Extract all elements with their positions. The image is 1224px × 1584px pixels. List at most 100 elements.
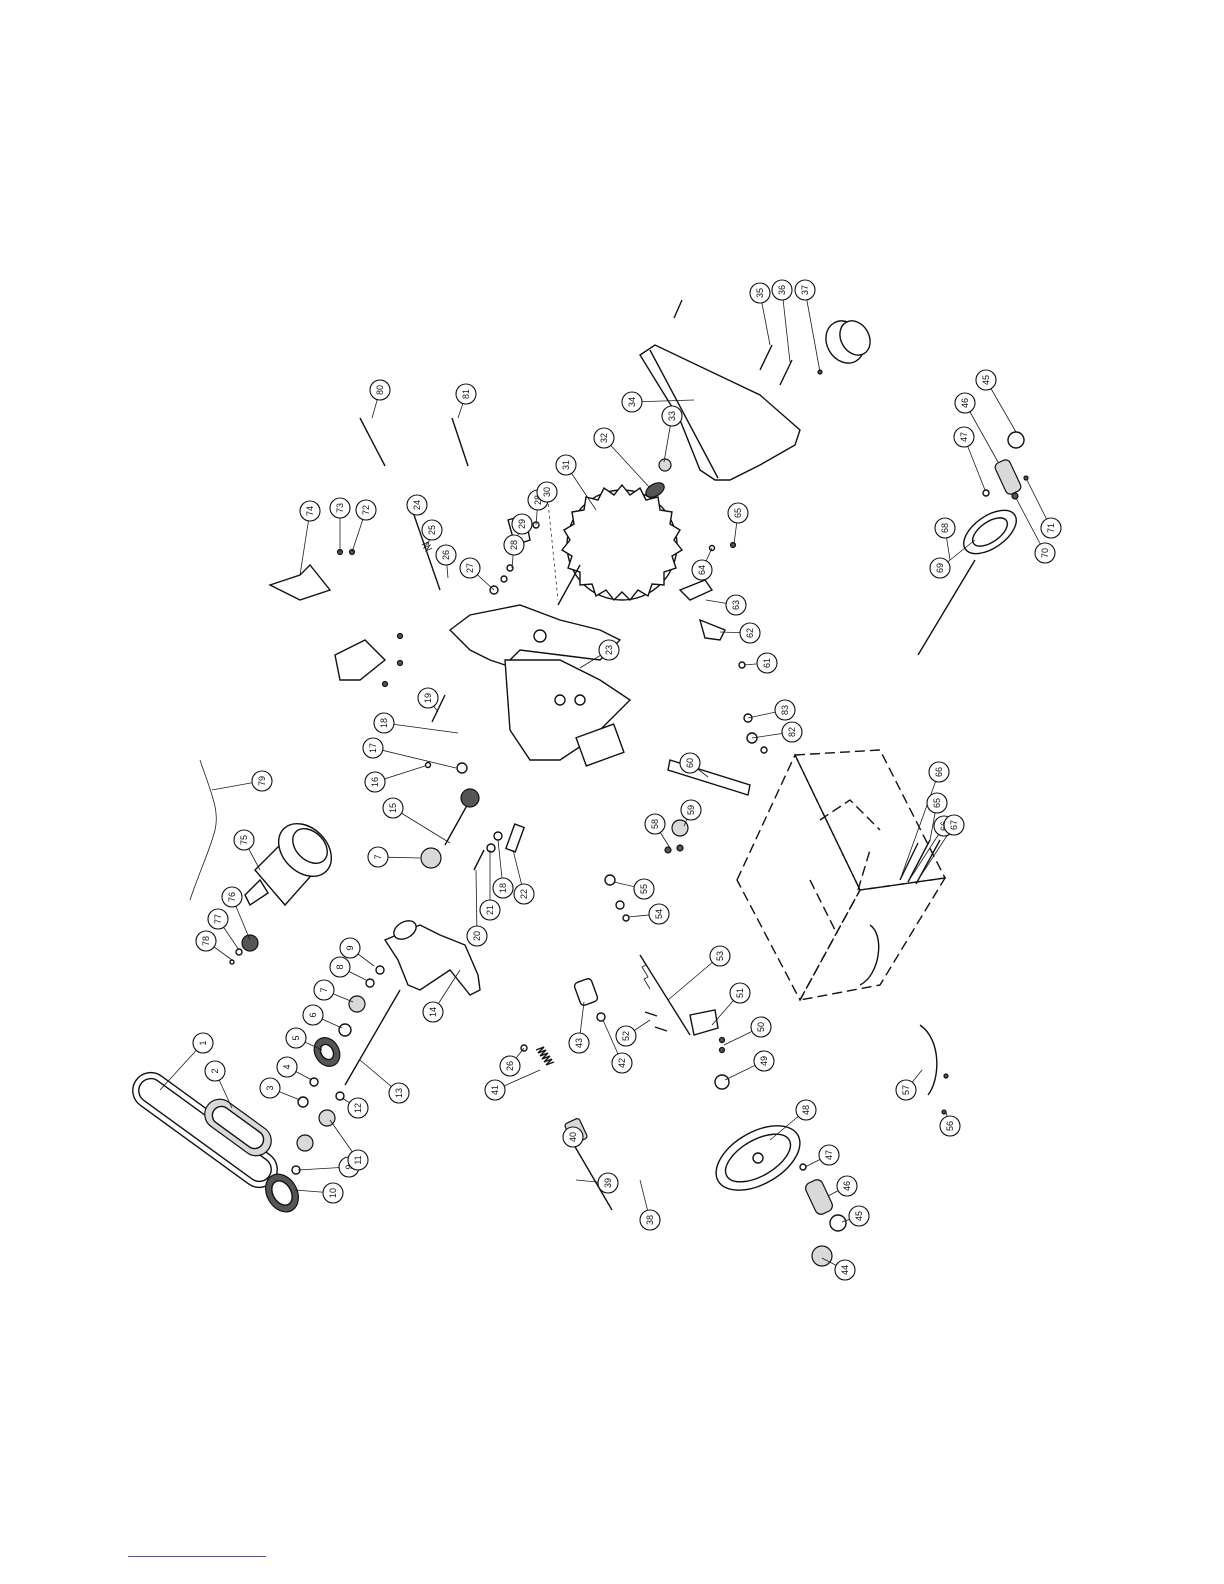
part-number-balloon: 38 bbox=[640, 1210, 660, 1230]
part-number: 78 bbox=[201, 936, 211, 946]
part-number: 66 bbox=[934, 767, 944, 777]
part-number-balloon: 27 bbox=[460, 558, 480, 578]
part-number-balloon: 2 bbox=[205, 1061, 225, 1081]
tilt-scale bbox=[860, 925, 879, 985]
part-number-balloon: 63 bbox=[726, 595, 746, 615]
leader-line bbox=[373, 748, 456, 768]
part-number: 81 bbox=[461, 389, 471, 399]
part-number-balloon: 72 bbox=[356, 500, 376, 520]
part-number: 43 bbox=[574, 1038, 584, 1048]
part-number: 74 bbox=[305, 506, 315, 516]
part-number: 40 bbox=[568, 1132, 578, 1142]
part-number-balloon: 60 bbox=[680, 753, 700, 773]
part-number: 60 bbox=[685, 758, 695, 768]
part-number: 4 bbox=[282, 1064, 292, 1069]
part-number-balloon: 18 bbox=[493, 878, 513, 898]
part-number: 30 bbox=[542, 487, 552, 497]
part-number: 5 bbox=[291, 1035, 301, 1040]
screw-65 bbox=[731, 543, 736, 548]
part-number: 39 bbox=[603, 1178, 613, 1188]
part-number-balloon: 47 bbox=[954, 427, 974, 447]
part-number: 10 bbox=[328, 1188, 338, 1198]
part-number: 65 bbox=[733, 508, 743, 518]
part-number: 56 bbox=[945, 1121, 955, 1131]
part-number: 26 bbox=[441, 550, 451, 560]
part-number-balloon: 64 bbox=[692, 560, 712, 580]
part-number-balloon: 8 bbox=[330, 957, 350, 977]
part-number-balloon: 43 bbox=[569, 1033, 589, 1053]
part-number-balloon: 7 bbox=[368, 847, 388, 867]
part-number-balloon: 65 bbox=[728, 503, 748, 523]
part-number-balloon: 51 bbox=[730, 983, 750, 1003]
part-number-balloon: 23 bbox=[599, 640, 619, 660]
part-number-balloon: 15 bbox=[383, 798, 403, 818]
part-number: 11 bbox=[353, 1155, 363, 1164]
part-number-balloon: 71 bbox=[1041, 518, 1061, 538]
cap-45 bbox=[830, 1215, 846, 1231]
part-number-balloon: 48 bbox=[796, 1100, 816, 1120]
screw-69 bbox=[1012, 493, 1018, 499]
bearing-ring bbox=[339, 1024, 351, 1036]
part-number: 17 bbox=[368, 743, 378, 753]
part-number-balloon: 41 bbox=[485, 1080, 505, 1100]
part-number-balloon: 70 bbox=[1035, 543, 1055, 563]
plate-62 bbox=[700, 620, 725, 640]
part-number-balloon: 46 bbox=[837, 1176, 857, 1196]
part-number: 70 bbox=[1040, 548, 1050, 558]
part-number: 80 bbox=[375, 385, 385, 395]
motor bbox=[245, 813, 342, 905]
footnote-rule bbox=[128, 1556, 266, 1557]
part-number-balloon: 36 bbox=[772, 280, 792, 300]
cabinet bbox=[737, 750, 945, 1000]
part-number-balloon: 44 bbox=[835, 1260, 855, 1280]
part-number-balloon: 20 bbox=[467, 926, 487, 946]
part-number-balloon: 56 bbox=[940, 1116, 960, 1136]
part-number-balloon: 82 bbox=[782, 722, 802, 742]
part-number: 54 bbox=[654, 909, 664, 919]
part-number-balloon: 77 bbox=[208, 909, 228, 929]
handwheel-68 bbox=[956, 502, 1024, 563]
leader-line bbox=[384, 723, 458, 733]
part-number-balloon: 83 bbox=[775, 700, 795, 720]
part-number: 47 bbox=[959, 432, 969, 442]
pulley-small bbox=[309, 1033, 345, 1071]
part-number: 83 bbox=[780, 705, 790, 715]
part-number-balloon: 4 bbox=[277, 1057, 297, 1077]
part-number: 46 bbox=[960, 398, 970, 408]
part-number: 68 bbox=[940, 523, 950, 533]
motor-pulley bbox=[242, 935, 258, 951]
collar-49 bbox=[715, 1075, 729, 1089]
part-number: 16 bbox=[370, 777, 380, 787]
part-number-balloon: 16 bbox=[365, 772, 385, 792]
part-number-balloon: 68 bbox=[935, 518, 955, 538]
part-number: 26 bbox=[505, 1061, 515, 1071]
bearing-7 bbox=[421, 848, 441, 868]
part-number-balloon: 1 bbox=[193, 1033, 213, 1053]
part-number-balloon: 31 bbox=[556, 455, 576, 475]
part-number-balloon: 17 bbox=[363, 738, 383, 758]
part-number: 18 bbox=[498, 883, 508, 893]
pin-22 bbox=[506, 824, 524, 852]
part-number-balloon: 45 bbox=[849, 1206, 869, 1226]
part-number: 14 bbox=[428, 1007, 438, 1017]
part-number: 24 bbox=[412, 500, 422, 510]
part-number-balloon: 47 bbox=[819, 1145, 839, 1165]
part-number: 27 bbox=[465, 563, 475, 573]
spring-41 bbox=[536, 1047, 554, 1065]
part-number: 21 bbox=[485, 905, 495, 915]
part-number: 19 bbox=[423, 693, 433, 703]
part-number-balloon: 40 bbox=[563, 1127, 583, 1147]
part-number: 63 bbox=[731, 600, 741, 610]
bearing bbox=[349, 996, 365, 1012]
part-number: 28 bbox=[509, 540, 519, 550]
part-number: 37 bbox=[800, 285, 810, 295]
knob-44 bbox=[812, 1246, 832, 1266]
pin-16 bbox=[426, 763, 431, 768]
clip-42 bbox=[597, 1013, 605, 1021]
part-number: 71 bbox=[1046, 523, 1056, 533]
part-number-balloon: 10 bbox=[323, 1183, 343, 1203]
part-number: 34 bbox=[627, 397, 637, 407]
part-number-balloon: 80 bbox=[370, 380, 390, 400]
part-number: 29 bbox=[517, 519, 527, 529]
part-number: 23 bbox=[604, 645, 614, 655]
